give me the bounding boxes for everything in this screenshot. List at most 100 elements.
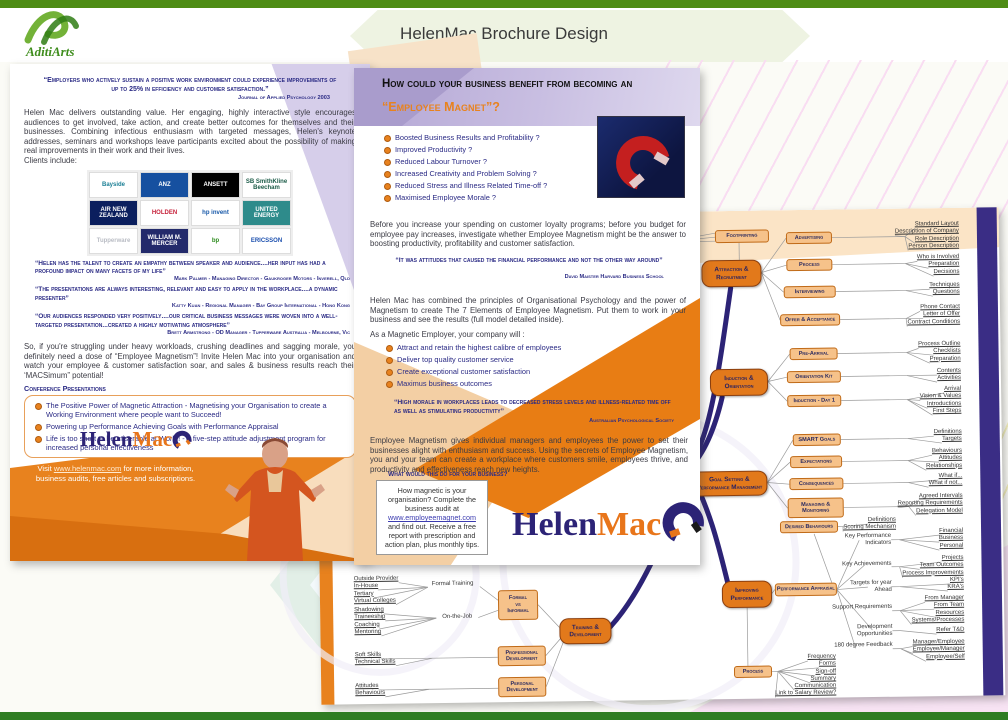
leaf-label: Preparation (928, 261, 960, 268)
testimonial-attribution: Katty Kuan - Regional Manager - Bay Grou… (171, 303, 350, 310)
testimonial-1: “Helen has the talent to create an empat… (24, 260, 356, 284)
brand-helen: Helen (80, 427, 133, 451)
quote-morale: “High morale in workplaces leads to decr… (394, 399, 671, 415)
label-on-the-job: On-the-Job (442, 613, 473, 621)
benefit-bullet: Reduced Stress and Illness Related Time-… (382, 181, 592, 190)
leaf-label: Systems/Processes (911, 616, 965, 624)
presenter-photo (215, 432, 335, 561)
middle-paragraph-2: Helen Mac has combined the principles of… (370, 296, 686, 325)
business-audit-box: How magnetic is your organisation? Compl… (376, 480, 488, 555)
magnet-photo (597, 116, 685, 198)
benefit-bullet: Increased Creativity and Problem Solving… (382, 169, 592, 178)
benefit-heading-line1: How could your business benefit from bec… (382, 78, 633, 90)
benefit-heading-line2: “Employee Magnet”? (382, 100, 500, 114)
leaf-label: What if not... (928, 480, 963, 487)
leaf-label: Letter of Offer (923, 311, 961, 318)
brochure-left-page: “Employers who actively sustain a positi… (10, 64, 370, 561)
leaf-label: Attitudes (938, 455, 963, 462)
node-professional-development: Professional Development (497, 645, 546, 667)
leaf-label: Mentoring (354, 628, 382, 636)
audit-text: and find out. Receive a free report with… (384, 522, 480, 549)
leaf-label: From Team (933, 602, 965, 609)
leaf-label: Vision & Values (919, 393, 962, 400)
leaf-label: Decisions (933, 268, 960, 275)
node-attraction-recruitment: Attraction & Recruitment (701, 259, 762, 288)
leaf-label: Forms (818, 660, 836, 668)
leaf-label: Delegation Model (916, 507, 963, 515)
employeemagnet-link[interactable]: www.employeemagnet.com (388, 513, 476, 522)
helenmac-logo: HelenMac (80, 426, 192, 452)
magnet-photo-graphic (616, 135, 670, 190)
conference-item: Powering up Performance Achieving Goals … (33, 422, 347, 432)
client-logo: hp invent (191, 199, 240, 226)
leaf-label: KRA's (947, 584, 964, 591)
client-logo: UNITED ENERGY (242, 199, 291, 226)
leaf-label: Link to Salary Review? (775, 690, 837, 697)
client-logo: HOLDEN (140, 199, 189, 226)
leaf-label: Targets (942, 436, 962, 443)
client-logo: WILLIAM M. MERCER (140, 227, 189, 254)
label-formal-training: Formal Training (431, 580, 474, 588)
brand-mac: Mac (596, 506, 662, 543)
clients-label: Clients include: (24, 155, 77, 165)
conference-item: The Positive Power of Magnetic Attractio… (33, 401, 347, 419)
conference-item: Life is too short to be miserable at Wor… (33, 434, 347, 452)
testimonial-attribution: Brett Armstrong - OD Manager - Tupperwar… (167, 330, 350, 336)
testimonial-quote: “Helen has the talent to create an empat… (35, 259, 326, 275)
benefit-bullet: Reduced Labour Turnover ? (382, 157, 592, 166)
node-improving-performance: Improving Performance (721, 580, 773, 609)
magnetic-bullet: Create exceptional customer satisfaction (384, 367, 624, 376)
helenmac-website-link[interactable]: www.helenmac.com (53, 464, 122, 473)
leaf-label: First Steps (932, 407, 962, 415)
benefit-bullet: Improved Productivity ? (382, 145, 592, 154)
magnetic-bullet-list: Attract and retain the highest calibre o… (384, 340, 624, 391)
leaf-label: In-House (353, 583, 379, 590)
leaf-label: Traineeship (354, 614, 386, 621)
leaf-label: Team Outcomes (919, 562, 964, 569)
node-induction-orientation: Induction & Orientation (709, 368, 769, 397)
client-logo: bp (191, 227, 240, 254)
node-personal-development: Personal Development (498, 676, 547, 698)
testimonial-quote: “Our audiences responded very positively… (35, 313, 338, 329)
client-logo: SB SmithKline Beecham (242, 171, 291, 198)
benefit-bullet: Boosted Business Results and Profitabili… (382, 133, 592, 142)
middle-page-header-band: How could your business benefit from bec… (354, 68, 700, 126)
benefit-bullet-list: Boosted Business Results and Profitabili… (382, 130, 592, 205)
top-green-bar (0, 0, 1008, 8)
quote-employers: “Employers who actively sustain a positi… (43, 77, 337, 93)
middle-paragraph-3: Employee Magnetism gives individual mana… (370, 436, 688, 474)
testimonial-3: “Our audiences responded very positively… (24, 313, 356, 337)
leaf-label: Business (938, 535, 964, 542)
leaf-label: Virtual Colleges (353, 597, 396, 605)
client-logo: Bayside (89, 171, 138, 198)
testimonial-attribution: Mark Palmer - Managing Director - Gaukro… (174, 276, 350, 283)
quote-employers-attribution: Journal of Applied Psychology 2003 (237, 95, 330, 101)
left-page-footer: Visit www.helenmac.com for more informat… (28, 464, 203, 483)
background-pink-stripes (640, 60, 1008, 220)
leaves-consequences: What if...What if not... (812, 473, 963, 490)
audit-text: How magnetic is your organisation? Compl… (388, 486, 476, 513)
leaf-label: Questions (932, 289, 960, 296)
brochure-middle-page: How could your business benefit from bec… (354, 68, 705, 565)
leaf-label: Contract Conditions (907, 318, 961, 326)
footer-text: for more information, business audits, f… (35, 464, 196, 483)
leaf-label: Behaviours (355, 690, 386, 697)
magnet-icon (662, 502, 705, 542)
brand-mac: Mac (132, 427, 173, 451)
magnetic-lead: As a Magnetic Employer, your company wil… (370, 330, 525, 339)
leaf-label: Relationships (926, 462, 963, 469)
quote-attitudes-attribution: David Maister Harvard Business School (564, 274, 664, 280)
